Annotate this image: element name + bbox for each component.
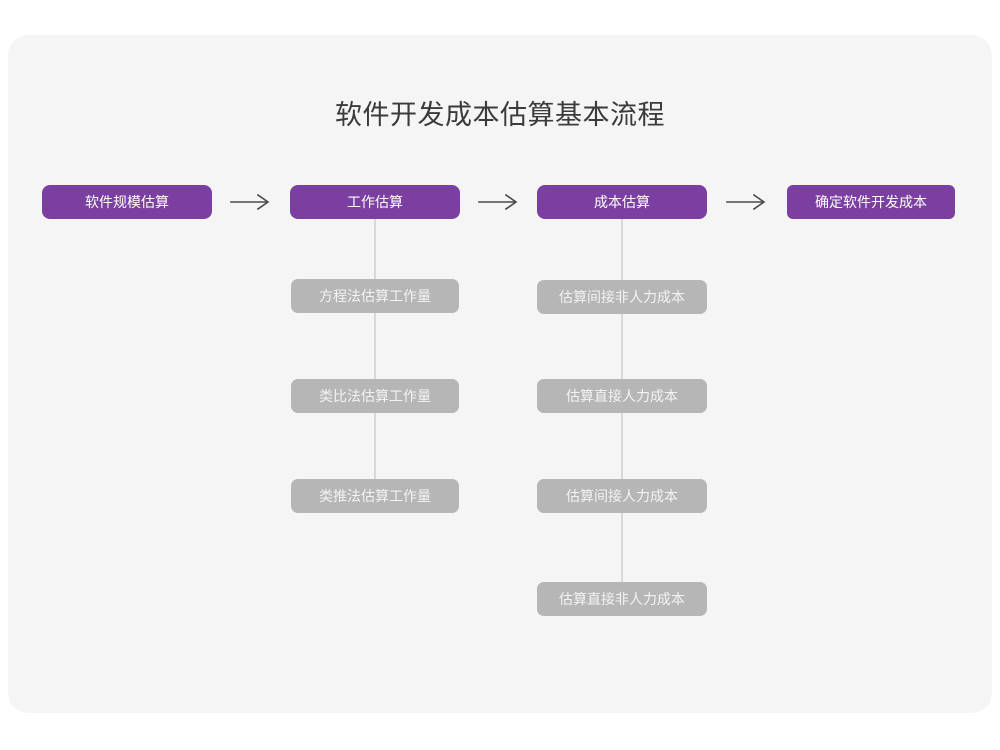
diagram-card — [8, 35, 992, 713]
arrow-2-icon — [478, 193, 518, 211]
connector-line-col2-b — [374, 313, 376, 379]
connector-line-col3-d — [621, 513, 623, 582]
page-title: 软件开发成本估算基本流程 — [335, 100, 665, 130]
branch-item-equation-method-effort[interactable]: 方程法估算工作量 — [291, 279, 459, 313]
connector-line-col2-a — [374, 219, 376, 279]
connector-line-col3-b — [621, 314, 623, 379]
flow-step-software-scale-estimation[interactable]: 软件规模估算 — [42, 185, 212, 219]
arrow-3-icon — [726, 193, 766, 211]
branch-item-inference-method-effort[interactable]: 类推法估算工作量 — [291, 479, 459, 513]
branch-item-analogy-method-effort[interactable]: 类比法估算工作量 — [291, 379, 459, 413]
connector-line-col3-a — [621, 219, 623, 280]
arrow-1-icon — [230, 193, 270, 211]
connector-line-col3-c — [621, 413, 623, 479]
branch-item-direct-labor-cost[interactable]: 估算直接人力成本 — [537, 379, 707, 413]
flow-step-determine-development-cost[interactable]: 确定软件开发成本 — [787, 185, 955, 219]
connector-line-col2-c — [374, 413, 376, 479]
flow-step-effort-estimation[interactable]: 工作估算 — [290, 185, 460, 219]
flow-step-cost-estimation[interactable]: 成本估算 — [537, 185, 707, 219]
branch-item-direct-nonlabor-cost[interactable]: 估算直接非人力成本 — [537, 582, 707, 616]
branch-item-indirect-labor-cost[interactable]: 估算间接人力成本 — [537, 479, 707, 513]
branch-item-indirect-nonlabor-cost[interactable]: 估算间接非人力成本 — [537, 280, 707, 314]
